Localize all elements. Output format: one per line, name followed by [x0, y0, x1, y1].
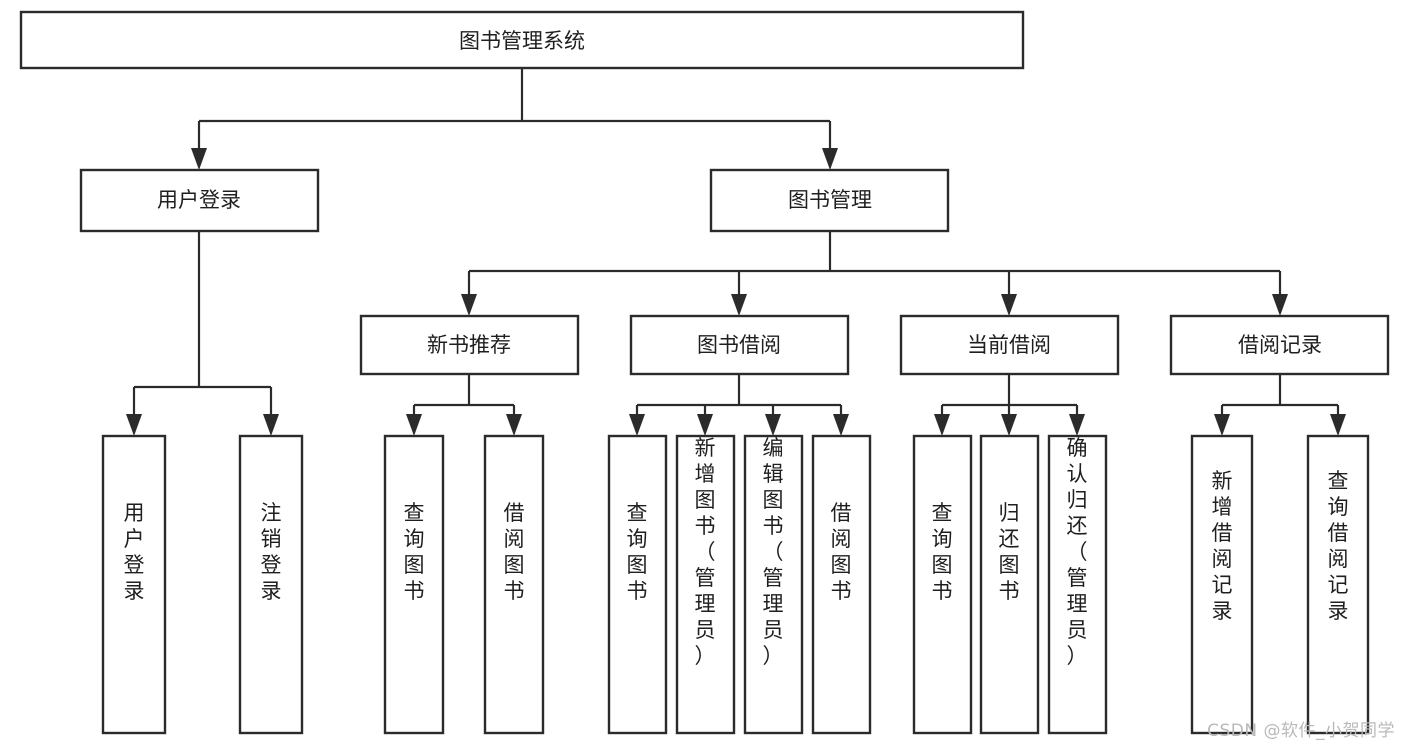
node-leaf-query-book-1-box[interactable]	[383, 434, 445, 735]
arrowhead-leaf-return-book	[1001, 414, 1017, 436]
node-book-borrow-box[interactable]	[629, 314, 850, 376]
node-leaf-user-logout[interactable]: 注销登录	[238, 434, 304, 735]
node-leaf-query-record-box[interactable]	[1306, 434, 1370, 735]
arrowhead-user-login	[191, 148, 207, 170]
node-leaf-borrow-book-2[interactable]: 借阅图书	[811, 434, 872, 735]
node-leaf-query-book-1[interactable]: 查询图书	[383, 434, 445, 735]
node-borrow-record-box[interactable]	[1169, 314, 1390, 376]
node-leaf-query-book-2-box[interactable]	[607, 434, 668, 735]
node-user-login-box[interactable]	[79, 168, 320, 233]
node-current-borrow-label: 当前借阅	[967, 333, 1051, 357]
node-leaf-user-login[interactable]: 用户登录	[101, 434, 167, 735]
csdn-watermark: CSDN @软件_小贺同学	[1207, 721, 1395, 741]
node-leaf-query-book-2-label: 查询图书	[627, 501, 648, 603]
arrowhead-leaf-borrow-book-2	[833, 414, 849, 436]
node-leaf-query-book-2[interactable]: 查询图书	[607, 434, 668, 735]
arrowhead-new-book-recommend	[461, 294, 477, 316]
node-leaf-confirm-return[interactable]: 确认归还（管理员）	[1047, 434, 1108, 735]
connector-group-root	[191, 68, 838, 170]
node-leaf-user-logout-label: 注销登录	[261, 501, 282, 603]
arrowhead-leaf-query-record	[1330, 414, 1346, 436]
connector-group-book-management	[461, 231, 1288, 316]
arrowhead-leaf-add-record	[1214, 414, 1230, 436]
node-leaf-confirm-return-box[interactable]	[1047, 434, 1108, 735]
arrowhead-leaf-query-book-3	[934, 414, 950, 436]
connector-group-user-login	[126, 231, 279, 436]
node-leaf-add-book[interactable]: 新增图书（管理员）	[675, 434, 736, 735]
node-leaf-query-book-3-label: 查询图书	[932, 501, 953, 603]
connector-group-book-borrow	[629, 374, 849, 436]
arrowhead-leaf-user-logout	[263, 414, 279, 436]
node-leaf-confirm-return-label: 确认归还（管理员）	[1067, 436, 1088, 668]
node-leaf-query-record[interactable]: 查询借阅记录	[1306, 434, 1370, 735]
node-leaf-return-book[interactable]: 归还图书	[979, 434, 1040, 735]
arrowhead-leaf-add-book	[697, 414, 713, 436]
node-current-borrow-box[interactable]	[899, 314, 1120, 376]
node-leaf-add-record-box[interactable]	[1190, 434, 1254, 735]
node-leaf-add-book-box[interactable]	[675, 434, 736, 735]
arrowhead-leaf-query-book-1	[406, 414, 422, 436]
arrowhead-leaf-edit-book	[765, 414, 781, 436]
node-root[interactable]: 图书管理系统	[19, 10, 1025, 70]
node-leaf-query-book-3[interactable]: 查询图书	[912, 434, 973, 735]
node-leaf-borrow-book-2-box[interactable]	[811, 434, 872, 735]
node-leaf-query-book-1-label: 查询图书	[404, 501, 425, 603]
arrowhead-leaf-confirm-return	[1069, 414, 1085, 436]
arrowhead-leaf-query-book-2	[629, 414, 645, 436]
node-leaf-query-book-3-box[interactable]	[912, 434, 973, 735]
node-leaf-borrow-book-1[interactable]: 借阅图书	[483, 434, 545, 735]
node-leaf-edit-book-box[interactable]	[743, 434, 804, 735]
node-book-borrow[interactable]: 图书借阅	[629, 314, 850, 376]
node-root-label: 图书管理系统	[459, 29, 585, 53]
connector-group-new-book-recommend	[406, 374, 522, 436]
arrowhead-book-management	[822, 148, 838, 170]
node-current-borrow[interactable]: 当前借阅	[899, 314, 1120, 376]
node-leaf-user-login-box[interactable]	[101, 434, 167, 735]
node-book-management-box[interactable]	[709, 168, 950, 233]
node-leaf-borrow-book-1-label: 借阅图书	[504, 501, 525, 603]
node-leaf-add-book-label: 新增图书（管理员）	[695, 436, 716, 668]
node-leaf-add-record-label: 新增借阅记录	[1212, 469, 1233, 623]
node-book-management[interactable]: 图书管理	[709, 168, 950, 233]
node-borrow-record-label: 借阅记录	[1238, 333, 1322, 357]
connector-group-borrow-record	[1214, 374, 1346, 436]
node-leaf-edit-book[interactable]: 编辑图书（管理员）	[743, 434, 804, 735]
node-leaf-edit-book-label: 编辑图书（管理员）	[763, 436, 784, 668]
arrowhead-current-borrow	[1001, 294, 1017, 316]
node-root-box[interactable]	[19, 10, 1025, 70]
node-leaf-user-logout-box[interactable]	[238, 434, 304, 735]
arrowhead-borrow-record	[1272, 294, 1288, 316]
node-leaf-return-book-label: 归还图书	[999, 501, 1020, 603]
node-leaf-add-record[interactable]: 新增借阅记录	[1190, 434, 1254, 735]
node-user-login[interactable]: 用户登录	[79, 168, 320, 233]
arrowhead-book-borrow	[731, 294, 747, 316]
arrowhead-leaf-user-login	[126, 414, 142, 436]
node-book-borrow-label: 图书借阅	[697, 333, 781, 357]
connector-group-current-borrow	[934, 374, 1085, 436]
node-leaf-return-book-box[interactable]	[979, 434, 1040, 735]
node-book-management-label: 图书管理	[788, 188, 872, 212]
node-leaf-query-record-label: 查询借阅记录	[1328, 469, 1349, 623]
node-user-login-label: 用户登录	[157, 188, 241, 212]
node-new-book-recommend-label: 新书推荐	[427, 333, 511, 357]
node-new-book-recommend-box[interactable]	[359, 314, 580, 376]
arrowhead-leaf-borrow-book-1	[506, 414, 522, 436]
node-new-book-recommend[interactable]: 新书推荐	[359, 314, 580, 376]
node-leaf-borrow-book-2-label: 借阅图书	[831, 501, 852, 603]
node-leaf-borrow-book-1-box[interactable]	[483, 434, 545, 735]
node-leaf-user-login-label: 用户登录	[124, 501, 145, 603]
node-borrow-record[interactable]: 借阅记录	[1169, 314, 1390, 376]
